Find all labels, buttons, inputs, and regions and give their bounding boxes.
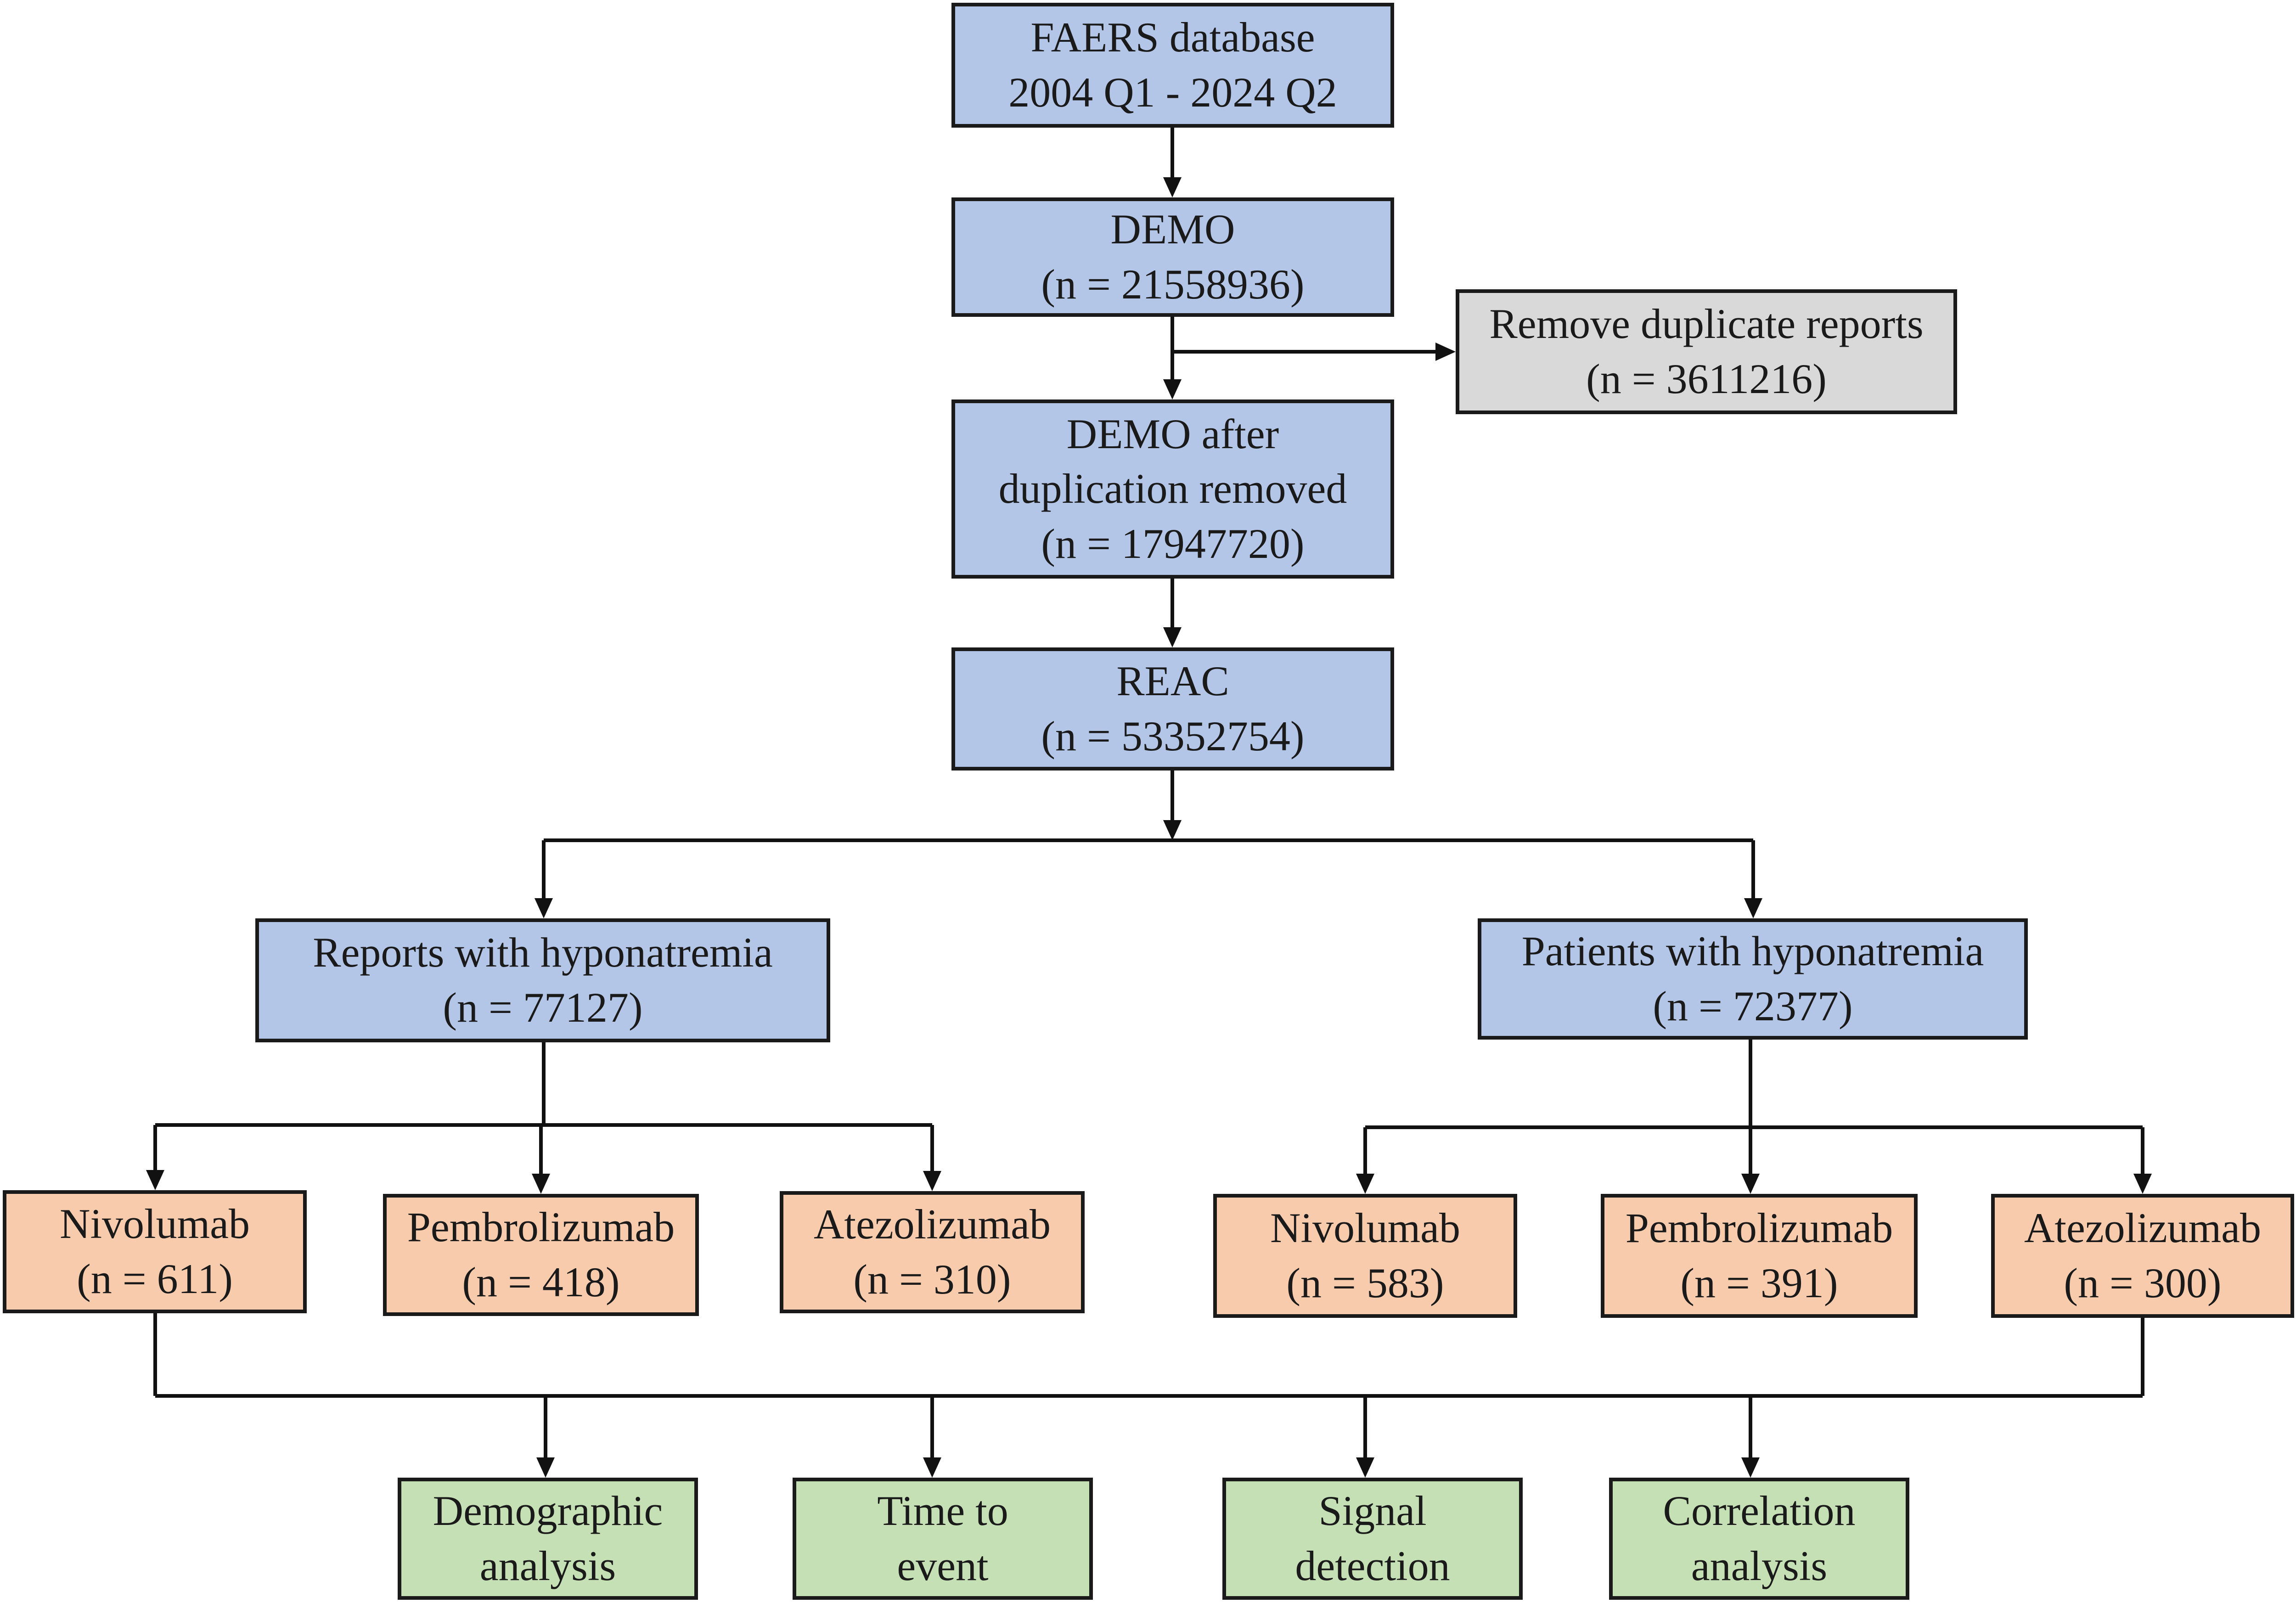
demo-box: DEMO (n = 21558936) bbox=[951, 197, 1394, 317]
p-atezo-line-2: (n = 300) bbox=[2064, 1260, 2222, 1306]
arrowhead-down bbox=[1356, 1457, 1374, 1478]
signal-line-1: Signal bbox=[1318, 1487, 1427, 1535]
demographic-analysis-box: Demographic analysis bbox=[398, 1478, 698, 1600]
arrowhead-down bbox=[532, 1174, 550, 1194]
p-pembro-line-2: (n = 391) bbox=[1680, 1260, 1838, 1306]
reac-line-1: REAC bbox=[1116, 658, 1229, 705]
arrowhead-down bbox=[1163, 820, 1182, 840]
arrowhead-down bbox=[1744, 898, 1762, 918]
reports-hyponatremia-box: Reports with hyponatremia (n = 77127) bbox=[255, 918, 830, 1042]
faers-database-box: FAERS database 2004 Q1 - 2024 Q2 bbox=[951, 3, 1394, 128]
reports-line-1: Reports with hyponatremia bbox=[313, 929, 773, 976]
reports-nivolumab-box: Nivolumab (n = 611) bbox=[3, 1190, 307, 1313]
p-atezo-line-1: Atezolizumab bbox=[2024, 1204, 2262, 1252]
arrowhead-right bbox=[1435, 343, 1456, 361]
remove-dup-line-2: (n = 3611216) bbox=[1586, 355, 1827, 402]
reports-pembrolizumab-box: Pembrolizumab (n = 418) bbox=[383, 1194, 699, 1316]
arrowhead-down bbox=[923, 1171, 941, 1191]
r-nivo-line-1: Nivolumab bbox=[60, 1200, 250, 1248]
p-nivo-line-2: (n = 583) bbox=[1286, 1260, 1444, 1306]
r-atezo-line-2: (n = 310) bbox=[853, 1256, 1011, 1303]
demo-line-1: DEMO bbox=[1110, 206, 1235, 253]
demographic-line-1: Demographic bbox=[433, 1487, 663, 1535]
demo-after-line-3: (n = 17947720) bbox=[1041, 520, 1305, 567]
arrowhead-down bbox=[1741, 1457, 1760, 1478]
demo-after-line-2: duplication removed bbox=[998, 465, 1347, 512]
p-nivo-line-1: Nivolumab bbox=[1270, 1204, 1460, 1252]
reac-line-2: (n = 53352754) bbox=[1041, 713, 1305, 759]
arrowhead-down bbox=[1741, 1174, 1760, 1194]
signal-detection-box: Signal detection bbox=[1222, 1478, 1523, 1600]
arrowhead-down bbox=[2133, 1174, 2152, 1194]
r-pembro-line-2: (n = 418) bbox=[462, 1259, 620, 1305]
arrowhead-down bbox=[535, 898, 553, 918]
correlation-line-2: analysis bbox=[1691, 1542, 1828, 1589]
time-event-line-1: Time to bbox=[877, 1487, 1008, 1535]
correlation-line-1: Correlation bbox=[1663, 1487, 1856, 1535]
patients-nivolumab-box: Nivolumab (n = 583) bbox=[1213, 1194, 1517, 1318]
arrowhead-down bbox=[1163, 627, 1182, 647]
signal-line-2: detection bbox=[1295, 1542, 1450, 1589]
correlation-analysis-box: Correlation analysis bbox=[1609, 1478, 1909, 1600]
r-pembro-line-1: Pembrolizumab bbox=[407, 1204, 675, 1251]
reac-box: REAC (n = 53352754) bbox=[951, 647, 1394, 771]
arrowhead-down bbox=[923, 1457, 941, 1478]
faers-line-2: 2004 Q1 - 2024 Q2 bbox=[1008, 69, 1337, 116]
faers-line-1: FAERS database bbox=[1030, 14, 1315, 61]
patients-hyponatremia-box: Patients with hyponatremia (n = 72377) bbox=[1478, 918, 2028, 1040]
demographic-line-2: analysis bbox=[479, 1542, 616, 1589]
patients-pembrolizumab-box: Pembrolizumab (n = 391) bbox=[1601, 1194, 1918, 1318]
demo-after-line-1: DEMO after bbox=[1066, 410, 1279, 457]
r-nivo-line-2: (n = 611) bbox=[77, 1255, 233, 1302]
time-to-event-box: Time to event bbox=[793, 1478, 1093, 1600]
arrowhead-down bbox=[146, 1170, 164, 1190]
arrowhead-down bbox=[1163, 379, 1182, 399]
p-pembro-line-1: Pembrolizumab bbox=[1625, 1204, 1893, 1252]
demo-after-box: DEMO after duplication removed (n = 1794… bbox=[951, 399, 1394, 579]
time-event-line-2: event bbox=[897, 1542, 989, 1589]
remove-duplicates-box: Remove duplicate reports (n = 3611216) bbox=[1456, 289, 1957, 414]
arrowhead-down bbox=[536, 1457, 555, 1478]
arrowhead-down bbox=[1356, 1174, 1374, 1194]
remove-dup-line-1: Remove duplicate reports bbox=[1489, 300, 1924, 348]
patients-line-2: (n = 72377) bbox=[1653, 983, 1853, 1029]
reports-atezolizumab-box: Atezolizumab (n = 310) bbox=[780, 1191, 1085, 1313]
r-atezo-line-1: Atezolizumab bbox=[813, 1201, 1051, 1248]
patients-line-1: Patients with hyponatremia bbox=[1521, 928, 1984, 975]
patients-atezolizumab-box: Atezolizumab (n = 300) bbox=[1991, 1194, 2294, 1318]
demo-line-2: (n = 21558936) bbox=[1041, 261, 1305, 308]
arrowhead-down bbox=[1163, 177, 1182, 197]
reports-line-2: (n = 77127) bbox=[443, 984, 643, 1031]
